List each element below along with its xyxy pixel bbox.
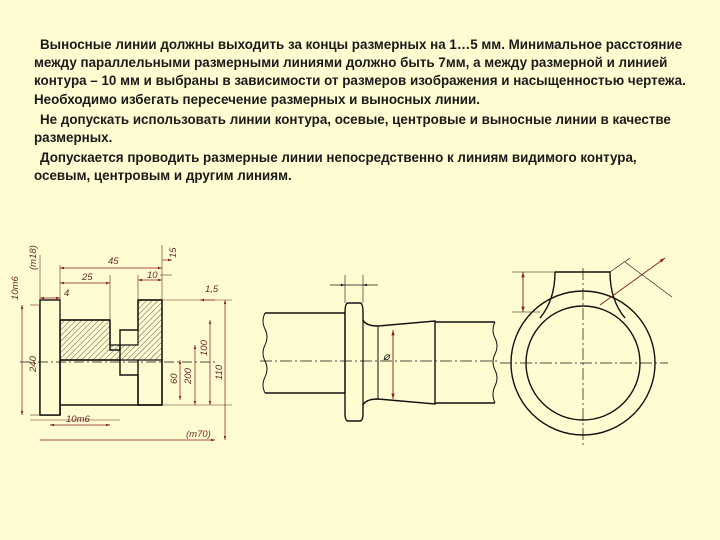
bottom-2-label: (m70) xyxy=(186,429,211,440)
bottom-1-label: 10m6 xyxy=(66,414,90,425)
side-top-label: (m18) xyxy=(28,245,39,270)
dim-15-right-label: 1,5 xyxy=(205,284,219,295)
paragraph-allowed-dimension-lines: Допускается проводить размерные линии не… xyxy=(34,150,637,184)
dim-60-label: 60 xyxy=(169,373,180,384)
paragraph-extension-lines: Выносные линии должны выходить за концы … xyxy=(34,37,686,107)
dim-240-label: 240 xyxy=(28,355,39,373)
dim-25-label: 25 xyxy=(81,272,93,283)
dimension-lines xyxy=(20,258,227,442)
dim-110-label: 110 xyxy=(214,364,225,380)
dim-100-label: 100 xyxy=(199,339,210,356)
dim-4-label: 4 xyxy=(64,288,69,299)
dim-15-top-label: 15 xyxy=(168,247,179,258)
explanatory-text: Выносные линии должны выходить за концы … xyxy=(34,36,694,188)
dim-10-label: 10 xyxy=(147,270,158,281)
hatched-section-left xyxy=(59,319,121,361)
paragraph-no-contour-lines: Не допускать использовать линии контура,… xyxy=(34,111,671,146)
dim-200-label: 200 xyxy=(183,367,194,385)
flange-section-drawing: 45 25 10 4 15 1,5 240 60 200 100 110 (m1… xyxy=(10,245,232,442)
diameter-symbol: ⌀ xyxy=(383,351,391,363)
shaft-drawing: ⌀ xyxy=(260,275,500,422)
side-mid-label: 10m6 xyxy=(10,276,21,300)
lug-eye-drawing xyxy=(500,257,673,445)
dim-45-label: 45 xyxy=(108,256,119,267)
